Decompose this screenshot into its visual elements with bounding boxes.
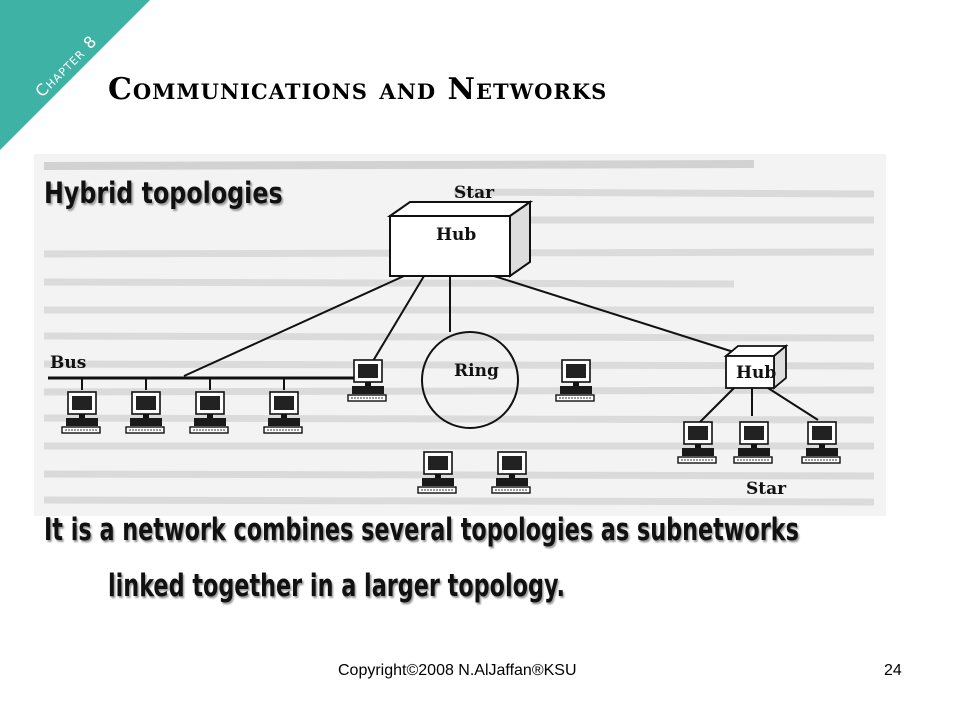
- bus-computer: [125, 391, 165, 434]
- hub-top-label: Hub: [436, 225, 476, 245]
- ring-label: Ring: [454, 361, 499, 381]
- bus-computer: [189, 391, 229, 434]
- star-top-label: Star: [454, 183, 495, 203]
- description-line-2: linked together in a larger topology.: [108, 568, 565, 604]
- bus-computer: [61, 391, 101, 434]
- central-hub: [386, 200, 534, 278]
- hub-right-label: Hub: [736, 363, 776, 383]
- star-computer: [733, 421, 773, 464]
- hybrid-topology-figure: Star Hub Bus Ring: [34, 154, 886, 516]
- copyright-footer: Copyright©2008 N.AlJaffan®KSU: [338, 662, 577, 679]
- ring-computer: [555, 359, 595, 402]
- scan-show-through: [43, 160, 875, 506]
- section-heading: Hybrid topologies: [44, 176, 283, 210]
- ring-topology: [347, 331, 595, 494]
- bus-label: Bus: [50, 353, 86, 373]
- bus-topology: [48, 376, 368, 434]
- bus-computer: [263, 391, 303, 434]
- right-star-topology: [677, 344, 841, 464]
- ring-computer: [491, 451, 531, 494]
- star-bottom-label: Star: [746, 479, 787, 499]
- slide-title: Communications and Networks: [108, 72, 608, 107]
- ring-computer: [347, 359, 387, 402]
- star-computer: [677, 421, 717, 464]
- ring-computer: [417, 451, 457, 494]
- page-number: 24: [884, 662, 902, 679]
- description-line-1: It is a network combines several topolog…: [44, 512, 799, 548]
- star-computer: [801, 421, 841, 464]
- chapter-ribbon-shape: [0, 0, 150, 150]
- backbone-links: [183, 275, 741, 377]
